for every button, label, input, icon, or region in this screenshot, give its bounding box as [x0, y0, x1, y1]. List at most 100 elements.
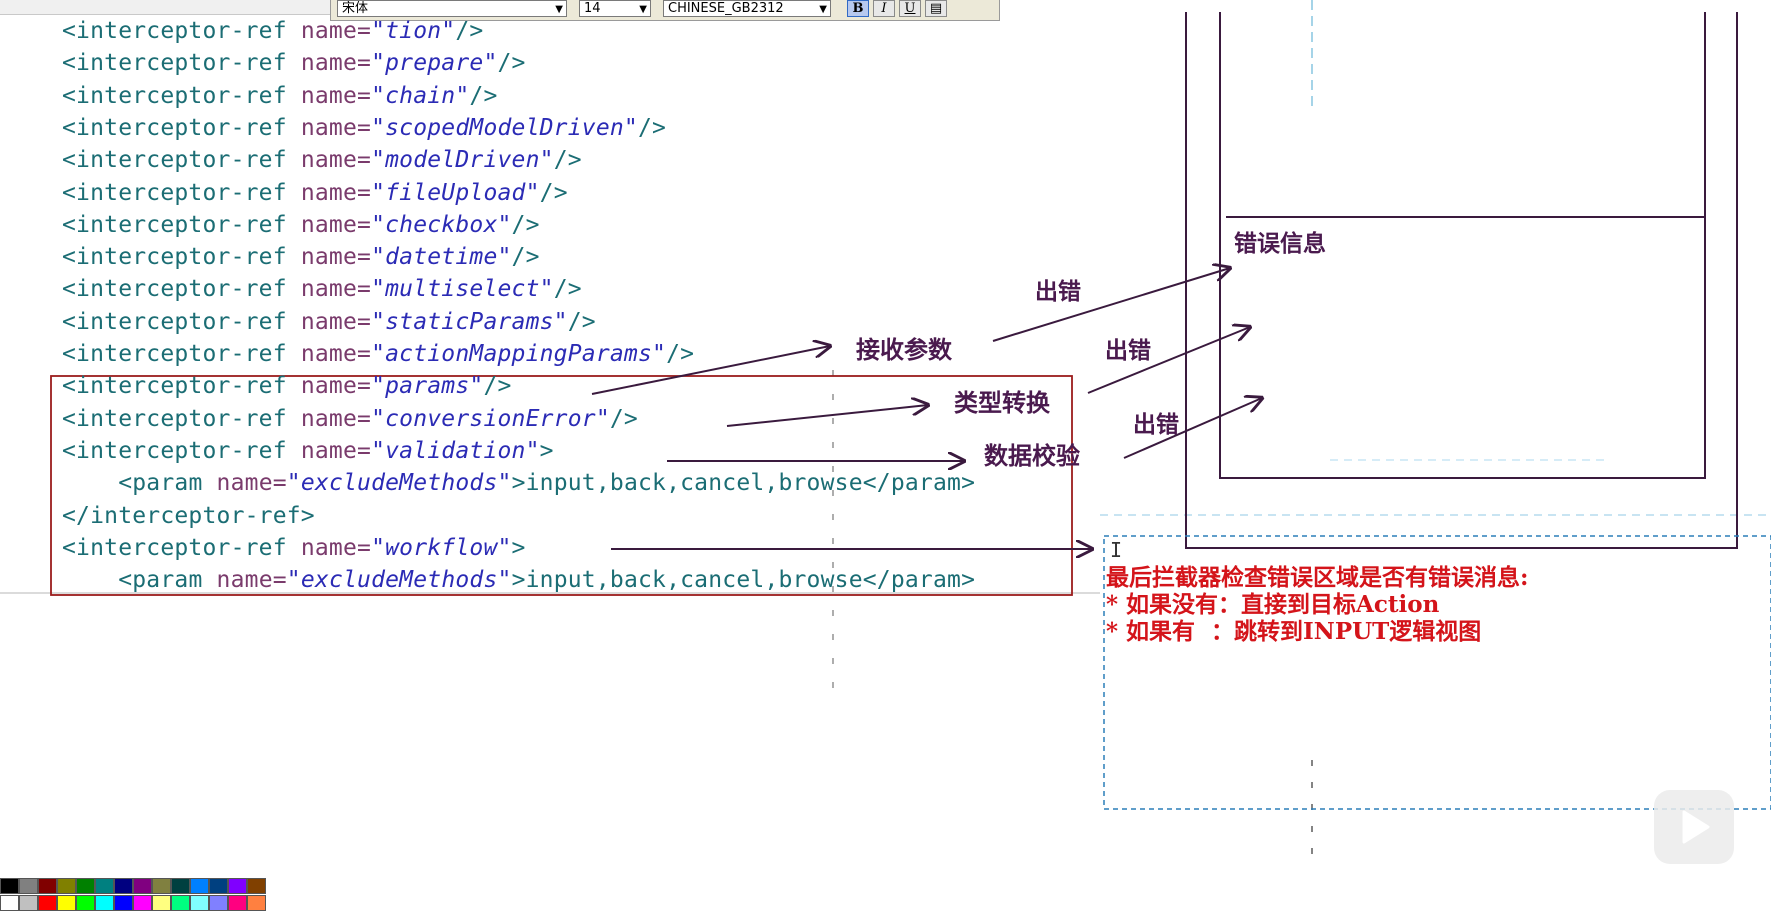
interceptor-highlight-box: [50, 375, 1073, 596]
code-line: <interceptor-ref name="prepare"/>: [62, 47, 526, 79]
palette-swatch[interactable]: [38, 878, 57, 894]
code-tag: <param: [118, 470, 203, 497]
palette-swatch[interactable]: [76, 895, 95, 911]
palette-swatch[interactable]: [228, 895, 247, 911]
font-name-dropdown[interactable]: 宋体 ▼: [337, 0, 567, 17]
palette-swatch[interactable]: [133, 878, 152, 894]
code-attr: name=: [286, 308, 372, 335]
code-attr: name=: [286, 276, 372, 303]
code-tail: >input,back,cancel,browse</param>: [511, 567, 976, 594]
palette-swatch[interactable]: [76, 878, 95, 894]
font-size-value: 14: [584, 1, 601, 16]
arrow-type-to-error: [1087, 327, 1250, 394]
code-indent: [62, 567, 118, 593]
palette-swatch[interactable]: [0, 878, 19, 894]
code-line: <interceptor-ref name="conversionError"/…: [62, 403, 638, 435]
palette-swatch[interactable]: [57, 878, 76, 894]
chevron-down-icon: ▼: [555, 4, 563, 15]
color-palette: [0, 878, 266, 913]
code-attr: name=: [286, 534, 372, 561]
palette-swatch[interactable]: [152, 878, 171, 894]
code-tag: <interceptor-ref: [62, 50, 287, 77]
code-line: <interceptor-ref name="chain"/>: [62, 80, 498, 112]
code-value: "multiselect": [371, 276, 554, 303]
play-button[interactable]: [1654, 790, 1734, 864]
code-tail: >: [511, 534, 526, 561]
charset-value: CHINESE_GB2312: [668, 1, 784, 16]
palette-swatch[interactable]: [114, 895, 133, 911]
palette-swatch[interactable]: [209, 895, 228, 911]
palette-swatch[interactable]: [171, 895, 190, 911]
code-tail: />: [455, 18, 484, 44]
code-tag: <interceptor-ref: [62, 211, 287, 238]
code-tag: <interceptor-ref: [62, 114, 287, 141]
arrow-params-to-receive: [591, 346, 830, 395]
palette-swatch[interactable]: [57, 895, 76, 911]
code-tail: />: [497, 50, 526, 77]
code-attr: name=: [286, 82, 372, 109]
code-line: <interceptor-ref name="params"/>: [62, 370, 512, 402]
code-value: "prepare": [371, 50, 498, 77]
code-value: "validation": [371, 437, 540, 464]
charset-dropdown[interactable]: CHINESE_GB2312 ▼: [663, 0, 831, 17]
receive-params-label: 接收参数: [856, 336, 952, 364]
palette-swatch[interactable]: [19, 878, 38, 894]
palette-swatch[interactable]: [38, 895, 57, 911]
text-selection-box: [1103, 535, 1771, 810]
code-tag: <interceptor-ref: [62, 179, 287, 206]
code-tag: <interceptor-ref: [62, 341, 287, 367]
code-value: "workflow": [371, 534, 512, 561]
palette-swatch[interactable]: [247, 878, 266, 894]
palette-swatch[interactable]: [0, 895, 19, 911]
code-tail: />: [609, 405, 638, 432]
code-attr: name=: [286, 147, 372, 174]
code-line: <interceptor-ref name="checkbox"/>: [62, 209, 540, 241]
code-attr: name=: [286, 341, 372, 367]
code-tag: <interceptor-ref: [62, 276, 287, 303]
note-line-2: * 如果没有：直接到目标Action: [1106, 591, 1440, 618]
palette-swatch[interactable]: [95, 895, 114, 911]
code-value: "conversionError": [371, 405, 610, 432]
palette-swatch[interactable]: [228, 878, 247, 894]
arrow-validate-to-error: [1123, 398, 1262, 459]
code-value: "chain": [371, 82, 470, 109]
error-label-2: 出错: [1105, 338, 1151, 364]
type-conversion-label: 类型转换: [954, 389, 1050, 417]
code-tail: />: [553, 147, 582, 174]
palette-swatch[interactable]: [114, 878, 133, 894]
arrow-conversion-to-type: [726, 405, 928, 427]
code-attr: name=: [286, 114, 372, 141]
underline-button[interactable]: U: [899, 0, 921, 17]
code-attr: name=: [286, 211, 372, 238]
vertical-text-button[interactable]: ▤: [925, 0, 947, 17]
italic-button[interactable]: I: [873, 0, 895, 17]
palette-swatch[interactable]: [19, 895, 38, 911]
code-attr: name=: [202, 470, 287, 497]
code-indent: [62, 470, 118, 496]
code-line: <interceptor-ref name="workflow">: [62, 532, 526, 564]
code-line: <param name="excludeMethods">input,back,…: [62, 467, 975, 499]
palette-swatch[interactable]: [247, 895, 266, 911]
palette-swatch[interactable]: [152, 895, 171, 911]
palette-swatch[interactable]: [171, 878, 190, 894]
palette-swatch[interactable]: [95, 878, 114, 894]
bold-button[interactable]: B: [847, 0, 869, 17]
code-tag: <interceptor-ref: [62, 147, 287, 174]
text-cursor-icon: I: [1110, 538, 1122, 562]
code-attr: name=: [286, 437, 372, 464]
code-attr: name=: [286, 179, 372, 206]
code-tail: />: [666, 341, 695, 367]
font-size-dropdown[interactable]: 14 ▼: [579, 0, 651, 17]
chevron-down-icon: ▼: [819, 4, 827, 15]
code-value: "staticParams": [371, 308, 568, 335]
code-attr: name=: [202, 567, 287, 594]
palette-swatch[interactable]: [190, 878, 209, 894]
error-label-1: 出错: [1035, 279, 1081, 305]
palette-swatch[interactable]: [133, 895, 152, 911]
palette-swatch[interactable]: [209, 878, 228, 894]
code-tag: <param: [118, 567, 203, 594]
code-value: "fileUpload": [371, 179, 540, 206]
palette-swatch[interactable]: [190, 895, 209, 911]
code-tail: />: [567, 308, 596, 335]
